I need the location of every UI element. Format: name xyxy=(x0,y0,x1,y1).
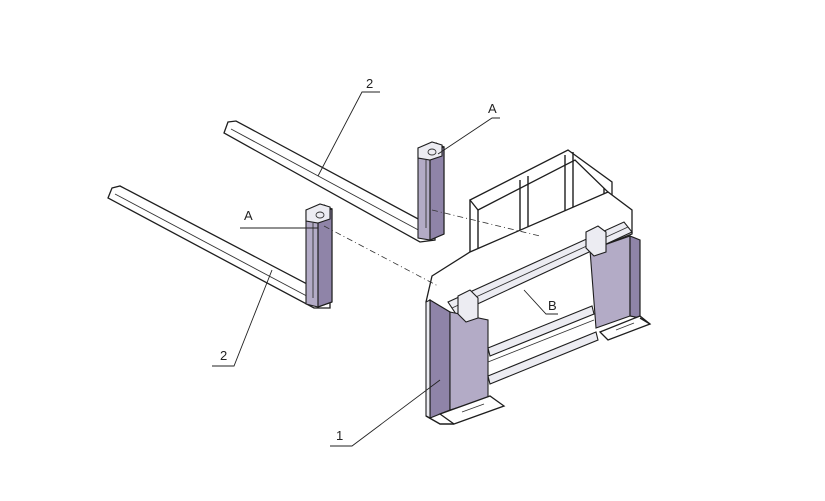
callout-fork-upper: 2 xyxy=(317,76,380,177)
callout-crossbar: B xyxy=(523,289,558,315)
callout-hook-lower: A xyxy=(240,208,318,229)
callout-label: A xyxy=(244,208,253,223)
callout-label: 2 xyxy=(366,76,373,91)
callout-label: 2 xyxy=(220,348,227,363)
fork-upper xyxy=(223,120,445,243)
quick-attach-frame xyxy=(425,149,652,425)
callout-hook-upper: A xyxy=(437,101,500,155)
centerline-lower xyxy=(323,225,439,287)
fork-lower xyxy=(107,185,333,309)
callout-label: A xyxy=(488,101,497,116)
callout-label: 1 xyxy=(336,428,343,443)
callout-fork-lower: 2 xyxy=(212,269,273,367)
centerline-upper xyxy=(431,209,541,237)
callout-label: B xyxy=(548,298,557,313)
callout-frame: 1 xyxy=(330,379,441,447)
